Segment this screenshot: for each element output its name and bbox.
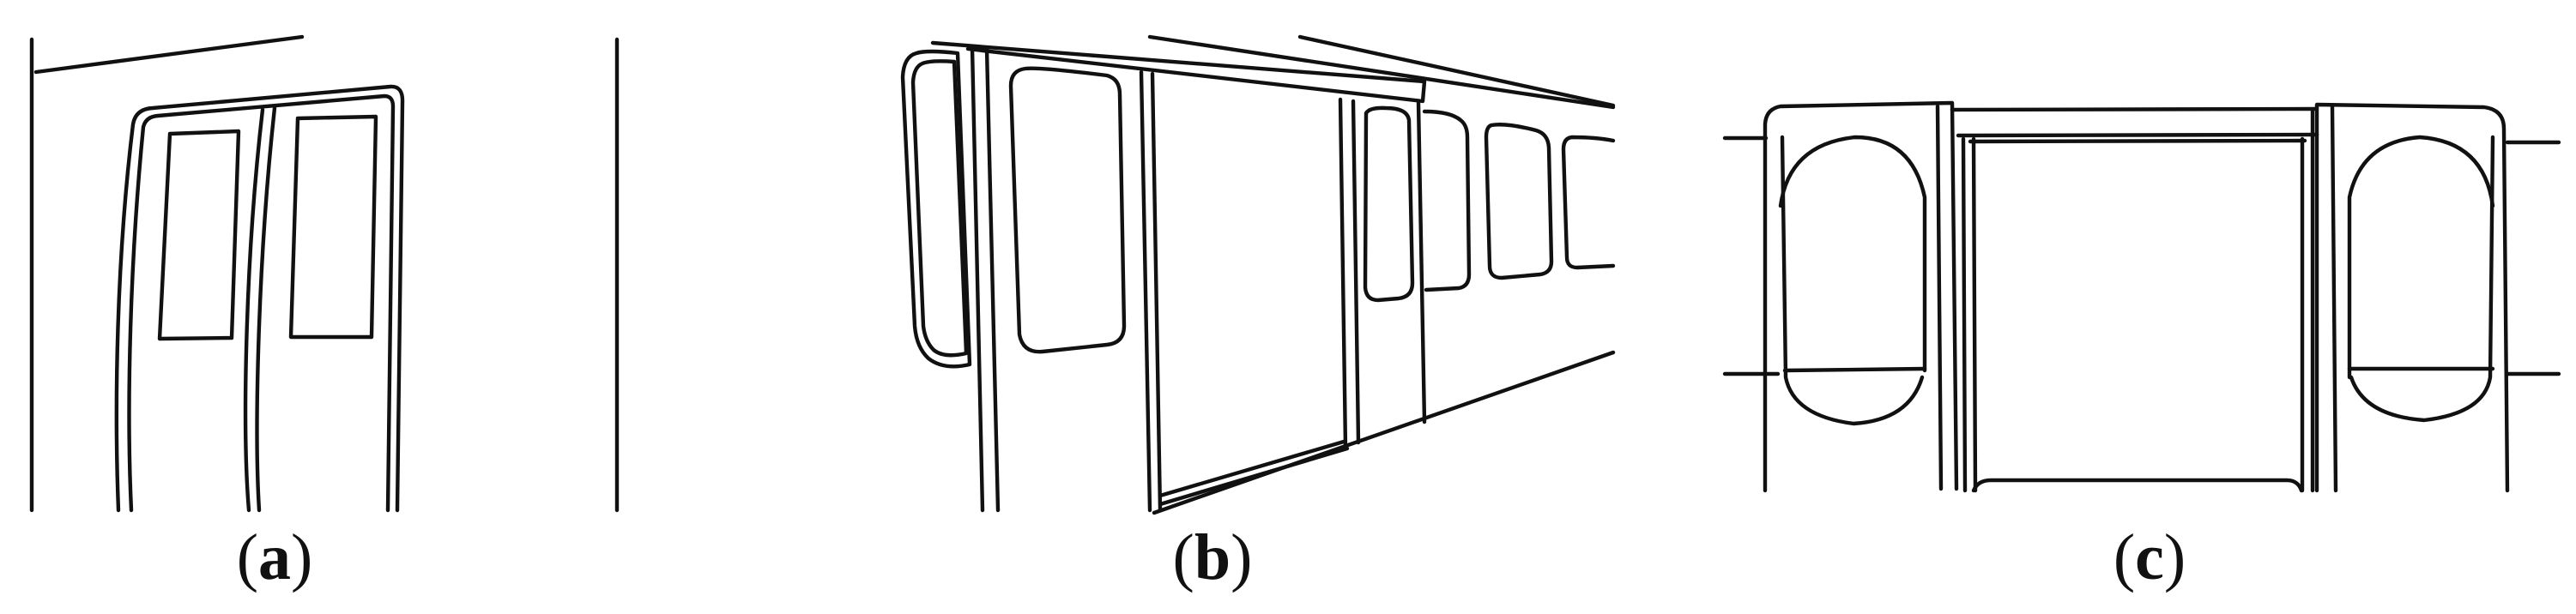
panel-b-end-window-inner xyxy=(910,59,969,358)
panel-b-door-right-line-1 xyxy=(1338,97,1348,450)
panel-c-floor-plan-drawing xyxy=(1722,100,2561,493)
panel-b-door-left-line-2 xyxy=(1150,71,1163,513)
panel-b-side-window-3 xyxy=(1561,135,1616,270)
panel-c-center-left-line-2 xyxy=(1971,136,1978,493)
panel-c-left-section-outline xyxy=(1763,100,1959,493)
panel-b-door-left-line-1 xyxy=(1139,69,1152,513)
panel-b-train-car-drawing xyxy=(900,34,1616,515)
panel-c-right-porthole-bottom xyxy=(2349,135,2495,423)
panel-b-large-window xyxy=(1008,66,1127,354)
caption-b: (b) xyxy=(1127,525,1298,590)
panel-b-car-pillar-line xyxy=(1416,100,1427,424)
panel-c-top-beam-1 xyxy=(1950,106,2319,112)
caption-c-close: ) xyxy=(2163,521,2186,593)
caption-b-open: ( xyxy=(1172,521,1194,593)
panel-b-door-window xyxy=(1363,105,1415,303)
panel-b-end-window-outer xyxy=(900,49,972,369)
panel-a-door-seam-right xyxy=(255,105,277,513)
panel-b-car-end-line-2 xyxy=(984,46,1001,513)
panel-b-car-bottom-line xyxy=(1152,350,1616,515)
panel-a-door-drawing xyxy=(29,34,620,513)
panel-c-right-section-outline xyxy=(2314,102,2510,493)
panel-b-door-threshold-1 xyxy=(1158,439,1346,498)
caption-c: (c) xyxy=(2064,525,2235,590)
panel-a-right-door-window xyxy=(288,114,378,340)
panel-c-left-porthole-bottom xyxy=(1780,135,1925,426)
panel-c-left-section-inner-line xyxy=(1935,104,1944,491)
panel-a-door-frame-outer xyxy=(114,84,405,513)
panel-c-right-section-inner-line xyxy=(2330,104,2338,493)
caption-a-open: ( xyxy=(236,521,258,593)
caption-b-close: ) xyxy=(1231,521,1253,593)
panel-c-right-porthole-top xyxy=(2347,135,2495,380)
panel-b-roof-far-line xyxy=(1297,34,1616,108)
panel-a-left-door-window xyxy=(157,129,241,341)
panel-b-side-window-1 xyxy=(1422,109,1472,292)
caption-c-open: ( xyxy=(2113,521,2136,593)
panel-c-center-left-line xyxy=(1961,136,1968,493)
panel-a-ceiling-line xyxy=(33,34,305,75)
panel-c-center-bottom-line xyxy=(1971,478,2304,493)
panel-b-side-window-2 xyxy=(1484,123,1554,280)
caption-a-letter: a xyxy=(258,521,291,593)
caption-c-letter: c xyxy=(2135,521,2164,593)
panel-b-roof-line xyxy=(930,40,1427,104)
panel-c-left-porthole-divider xyxy=(1782,366,1927,373)
caption-a: (a) xyxy=(189,525,360,590)
caption-b-letter: b xyxy=(1194,521,1231,593)
panel-b-car-end-line-1 xyxy=(970,45,985,513)
panel-c-left-porthole-top xyxy=(1778,135,1927,373)
panel-a-door-frame-inner xyxy=(127,93,396,513)
caption-a-close: ) xyxy=(291,521,313,593)
panel-b-door-right-line-2 xyxy=(1351,99,1361,445)
panel-b-roof-upper-line xyxy=(1147,34,1616,110)
panel-a-door-seam-left xyxy=(243,107,265,513)
